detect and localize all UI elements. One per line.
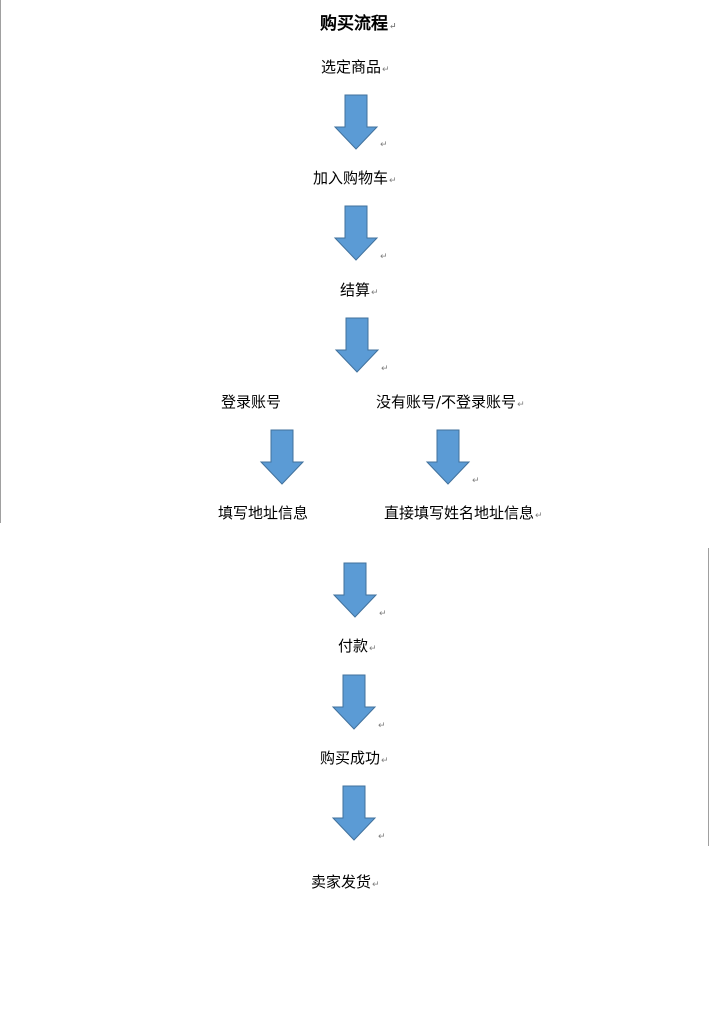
down-arrow-icon [332,562,378,618]
page-edge-left [0,0,1,523]
paragraph-mark: ↵ [380,140,388,150]
step-fill-name-address: 直接填写姓名地址信息↵ [384,504,543,522]
step-seller-ships: 卖家发货↵ [311,873,380,891]
paragraph-mark: ↵ [378,721,386,731]
down-arrow-icon [259,429,305,485]
down-arrow-icon [333,205,379,261]
paragraph-mark: ↵ [372,880,380,890]
down-arrow-icon [333,94,379,150]
paragraph-mark: ↵ [472,476,480,486]
paragraph-mark: ↵ [369,644,377,654]
step-purchase-success: 购买成功↵ [320,749,389,767]
diagram-title: 购买流程↵ [320,14,397,34]
paragraph-mark: ↵ [389,22,397,32]
paragraph-mark: ↵ [381,364,389,374]
down-arrow-icon [334,317,380,373]
paragraph-mark: ↵ [389,176,397,186]
step-add-to-cart: 加入购物车↵ [313,169,397,187]
down-arrow-icon [331,674,377,730]
branch-no-account: 没有账号/不登录账号↵ [376,393,525,411]
paragraph-mark: ↵ [517,400,525,410]
branch-login-account: 登录账号 [221,393,282,411]
paragraph-mark: ↵ [380,252,388,262]
step-select-product: 选定商品↵ [321,58,390,76]
paragraph-mark: ↵ [371,288,379,298]
paragraph-mark: ↵ [381,756,389,766]
down-arrow-icon [331,785,377,841]
step-fill-address: 填写地址信息 [218,504,309,522]
paragraph-mark: ↵ [378,832,386,842]
paragraph-mark: ↵ [382,65,390,75]
page-edge-right [708,548,709,846]
step-checkout: 结算↵ [340,281,379,299]
paragraph-mark: ↵ [535,511,543,521]
step-pay: 付款↵ [338,637,377,655]
down-arrow-icon [425,429,471,485]
paragraph-mark: ↵ [379,609,387,619]
